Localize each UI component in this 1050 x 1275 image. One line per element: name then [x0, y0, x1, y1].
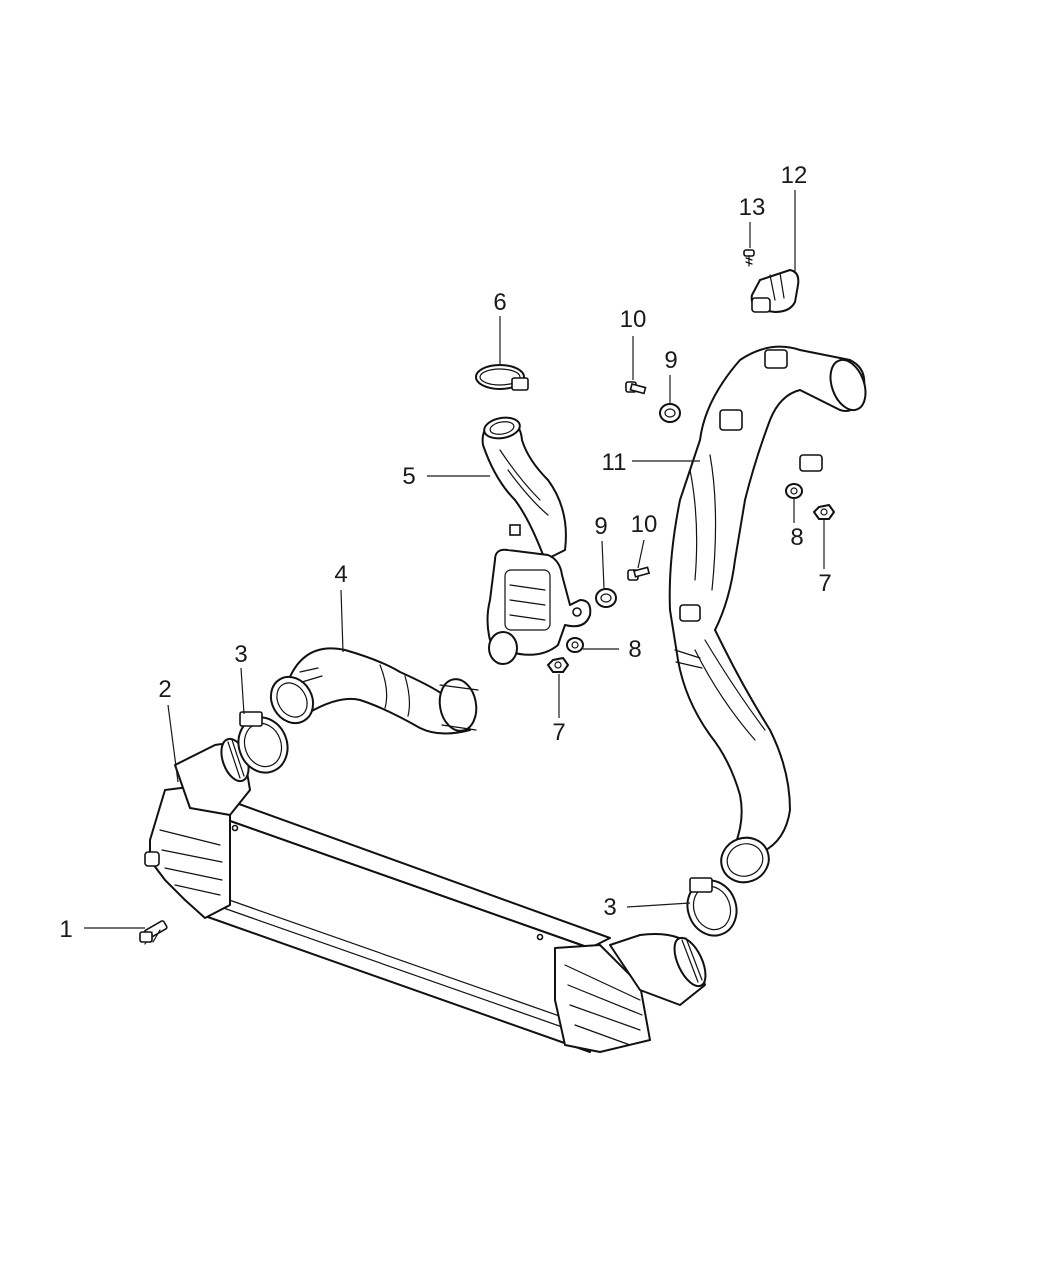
clamp-part-3-right	[686, 877, 738, 937]
washer-part-8-right	[785, 483, 803, 499]
callout-6: 6	[493, 289, 506, 316]
bolt-part-10-upper	[625, 381, 647, 395]
callout-5: 5	[402, 463, 415, 490]
callout-labels: 1 2 3 3 4 5 6 7 7 8 8 9 9 10 10 11 12 13	[59, 162, 831, 943]
hose-part-4	[269, 647, 479, 735]
callout-11: 11	[602, 449, 627, 476]
washer-part-8-left	[566, 637, 584, 653]
callout-9b: 9	[594, 513, 607, 540]
callout-10b: 10	[631, 511, 658, 538]
callout-10a: 10	[620, 306, 647, 333]
callout-8b: 8	[790, 524, 803, 551]
callout-9a: 9	[664, 347, 677, 374]
clamp-part-3-left	[237, 711, 289, 774]
bolt-part-1	[139, 920, 168, 945]
callout-3a: 3	[234, 641, 247, 668]
grommet-part-9-lower	[595, 588, 617, 608]
hose-part-5	[481, 416, 592, 665]
clamp-part-6	[475, 364, 529, 391]
nut-part-7-left	[547, 657, 569, 673]
callout-13: 13	[739, 194, 766, 221]
callout-2: 2	[158, 676, 171, 703]
callout-12: 12	[781, 162, 808, 189]
callout-1: 1	[59, 916, 72, 943]
sensor-part-12	[750, 269, 800, 313]
callout-7a: 7	[552, 719, 565, 746]
callout-4: 4	[334, 561, 347, 588]
hose-part-11	[668, 345, 867, 884]
callout-8a: 8	[628, 636, 641, 663]
bolt-part-10-lower	[627, 566, 651, 581]
grommet-part-9-upper	[659, 403, 681, 423]
intercooler	[144, 737, 707, 1053]
nut-part-7-right	[813, 504, 835, 520]
leader-lines	[84, 190, 825, 929]
callout-3b: 3	[603, 894, 616, 921]
screw-part-13	[743, 249, 755, 267]
callout-7b: 7	[818, 570, 831, 597]
